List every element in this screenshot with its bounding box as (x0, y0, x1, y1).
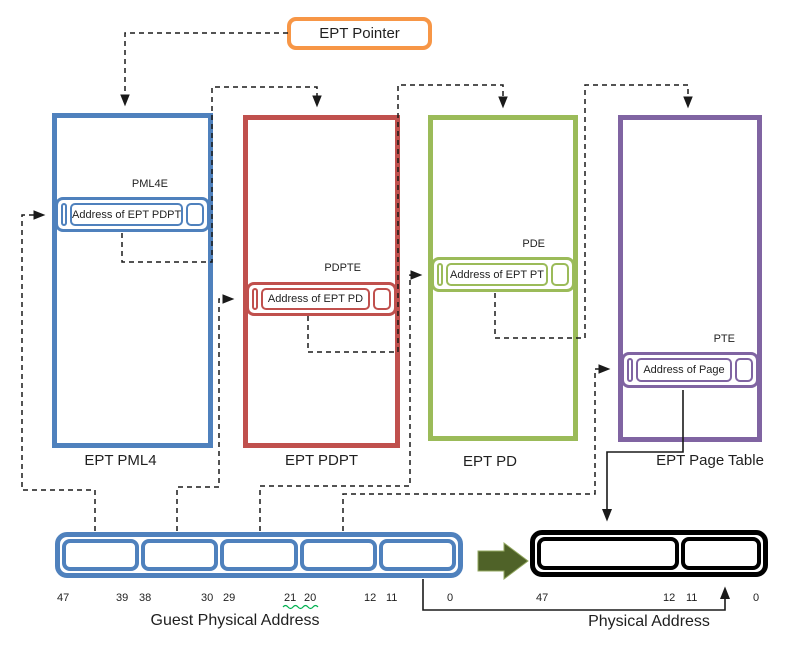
gpa-field-pdpt-index (141, 539, 219, 571)
ept-page-table-caption: EPT Page Table (656, 452, 764, 469)
pa-field-frame (537, 537, 679, 570)
block-arrow-gpa-to-pa (477, 542, 529, 580)
guest-physical-address-caption: Guest Physical Address (150, 612, 320, 629)
pde-entry-row: Address of EPT PT (431, 257, 575, 292)
ept-pml4-table: PML4E Address of EPT PDPT (52, 113, 213, 448)
pml4e-entry-row: Address of EPT PDPT (55, 197, 210, 232)
ept-pointer-box: EPT Pointer (287, 17, 432, 50)
pde-left-cell (437, 263, 443, 286)
pte-entry-row: Address of Page (621, 352, 759, 388)
pde-address-cell: Address of EPT PT (446, 263, 548, 286)
gpa-bit-12: 12 (364, 592, 377, 604)
pml4e-left-cell (61, 203, 67, 226)
solid-connector-gpa-offset-to-physical-offset (422, 579, 731, 611)
gpa-field-pml4-index (62, 539, 140, 571)
pa-field-offset (680, 537, 761, 570)
pte-right-cell (735, 358, 753, 382)
pml4e-address-cell: Address of EPT PDPT (70, 203, 184, 226)
pa-bit-0: 0 (753, 592, 760, 604)
ept-page-table: PTE Address of Page (618, 115, 762, 442)
gpa-field-pd-index (220, 539, 298, 571)
pdpte-entry-label: PDPTE (324, 262, 361, 274)
ept-pd-caption: EPT PD (463, 453, 517, 470)
gpa-bit-21: 21 (284, 592, 297, 604)
pml4e-address-text: Address of EPT PDPT (72, 208, 182, 221)
gpa-field-offset (378, 539, 457, 571)
guest-physical-address-box (55, 532, 463, 578)
pa-bit-11: 11 (686, 592, 698, 604)
pde-entry-label: PDE (522, 238, 545, 250)
gpa-bit-30: 30 (201, 592, 214, 604)
squiggle-underline-21-20 (282, 604, 319, 610)
pml4e-right-cell (186, 203, 205, 226)
gpa-bit-47: 47 (57, 592, 70, 604)
physical-address-caption: Physical Address (588, 613, 710, 630)
pdpte-left-cell (252, 288, 258, 310)
physical-address-box (530, 530, 768, 577)
pde-address-text: Address of EPT PT (450, 268, 544, 281)
pte-address-cell: Address of Page (636, 358, 732, 382)
gpa-bit-11: 11 (386, 592, 398, 604)
pdpte-address-text: Address of EPT PD (267, 293, 364, 305)
pte-address-text: Address of Page (643, 364, 725, 376)
gpa-bit-29: 29 (223, 592, 236, 604)
ept-pdpt-caption: EPT PDPT (284, 452, 359, 469)
pa-bit-12: 12 (663, 592, 676, 604)
ept-pml4-caption: EPT PML4 (84, 452, 157, 469)
pml4e-entry-label: PML4E (131, 178, 168, 190)
gpa-field-pt-index (299, 539, 377, 571)
gpa-bit-39: 39 (116, 592, 129, 604)
gpa-bit-0: 0 (447, 592, 454, 604)
ept-pdpt-table: PDPTE Address of EPT PD (243, 115, 400, 448)
ept-pointer-label: EPT Pointer (319, 25, 400, 42)
ept-pd-table: PDE Address of EPT PT (428, 115, 578, 441)
pdpte-entry-row: Address of EPT PD (246, 282, 397, 316)
pdpte-address-cell: Address of EPT PD (261, 288, 370, 310)
pte-left-cell (627, 358, 633, 382)
dashed-connector-pointer-to-pml4 (120, 32, 288, 107)
pte-entry-label: PTE (713, 333, 735, 345)
gpa-bit-38: 38 (139, 592, 152, 604)
gpa-bit-20: 20 (304, 592, 317, 604)
pa-bit-47: 47 (536, 592, 549, 604)
pdpte-right-cell (373, 288, 391, 310)
pde-right-cell (551, 263, 569, 286)
